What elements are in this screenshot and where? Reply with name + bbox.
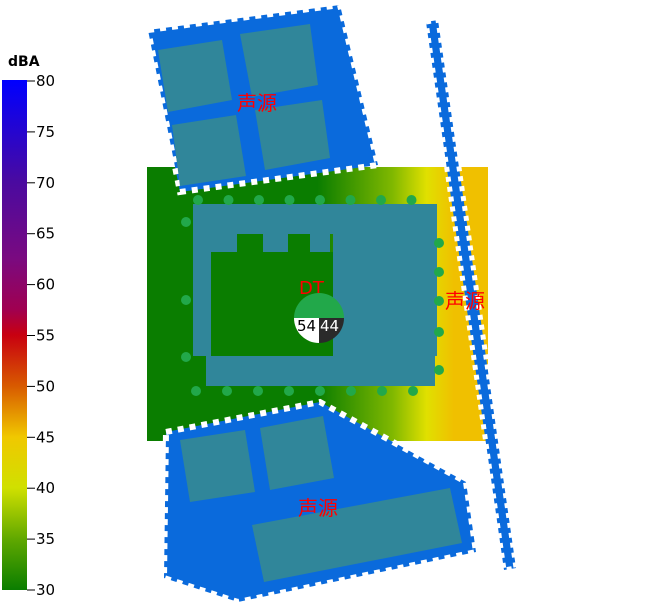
tree-icon [284,386,294,396]
legend-tick-label: 55 [36,327,55,345]
noise-source-top: 声源 [144,1,382,196]
tree-icon [434,327,444,337]
legend-tick-label: 35 [36,530,55,548]
tree-icon [222,386,232,396]
tree-icon [315,195,325,205]
legend-tick-label: 80 [36,72,55,90]
receiver-point: DT 54 44 [294,278,344,343]
tree-icon [406,195,417,205]
buildings [193,204,437,386]
tree-icon [223,195,234,205]
day-value: 54 [297,317,316,335]
tree-icon [284,195,295,205]
source-label: 声源 [298,496,338,520]
color-legend: dBA 80 75 70 65 60 55 50 45 40 35 30 [2,54,55,599]
tree-icon [253,386,263,396]
source-label: 声源 [445,289,485,313]
tree-icon [181,217,191,227]
tree-icon [434,238,444,248]
tree-icon [315,386,325,396]
legend-tick-label: 45 [36,428,55,446]
tree-icon [345,195,356,205]
tree-icon [181,352,191,362]
noise-source-bottom: 声源 [160,398,480,606]
legend-colorbar [2,80,27,590]
legend-unit: dBA [8,54,40,70]
legend-tick-label: 30 [36,581,55,599]
tree-icon [434,267,444,277]
tree-icon [191,386,201,396]
tree-icon [376,195,386,205]
tree-icon [181,295,191,305]
tree-icon [346,386,356,396]
legend-tick-label: 65 [36,225,55,243]
tree-icon [193,195,203,205]
tree-icon [408,386,418,396]
legend-tick-label: 40 [36,479,55,497]
legend-tick-label: 60 [36,276,55,294]
noise-source-right: 声源 [423,17,519,573]
tree-icon [254,195,264,205]
legend-tick-label: 50 [36,377,55,395]
tree-markers [181,195,444,396]
night-value: 44 [320,317,339,335]
tree-icon [434,296,444,306]
tree-icon [434,365,444,375]
legend-tick-label: 70 [36,174,55,192]
legend-tick-label: 75 [36,123,55,141]
source-label: 声源 [237,91,277,115]
tree-icon [377,386,387,396]
